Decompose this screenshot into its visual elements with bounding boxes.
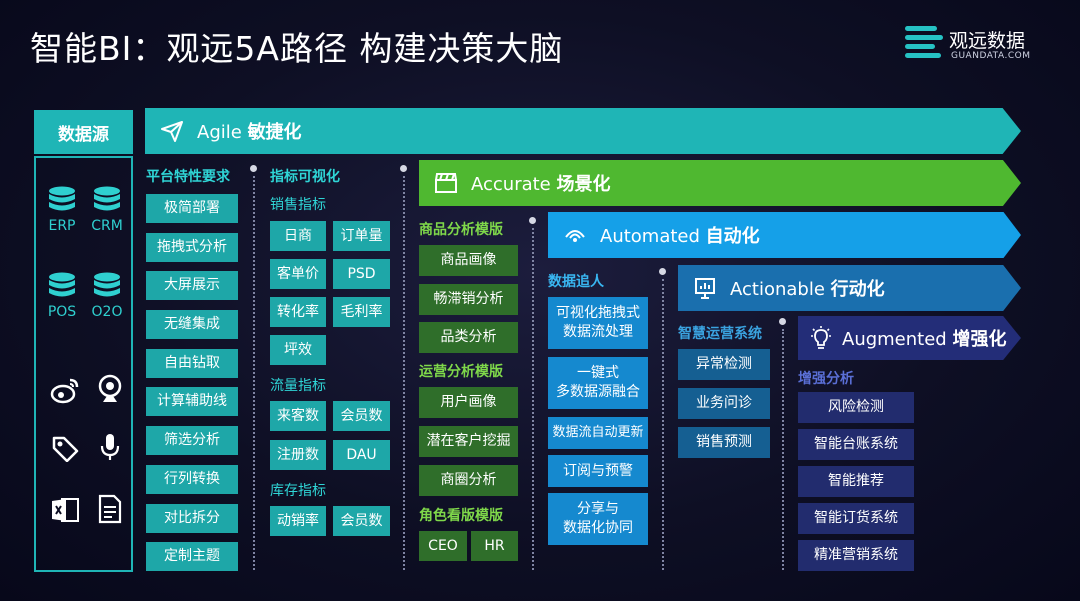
- operation-template-heading: 运营分析模版: [419, 364, 503, 380]
- metric-item: 坪效: [270, 335, 326, 365]
- database-icon: [49, 272, 75, 297]
- platform-item: 定制主题: [146, 542, 238, 572]
- actionable-item: 业务问诊: [678, 388, 770, 419]
- automated-item: 分享与 数据化协同: [548, 493, 648, 545]
- augmented-item: 智能订货系统: [798, 503, 914, 534]
- accurate-banner: Accurate 场景化: [419, 160, 1021, 206]
- lightbulb-icon: [808, 325, 834, 351]
- automated-item: 一键式 多数据源融合: [548, 357, 648, 409]
- actionable-heading: 智慧运营系统: [678, 326, 762, 342]
- divider-dot: [779, 318, 786, 325]
- template-item: 畅滞销分析: [419, 284, 518, 315]
- webcam-icon: [88, 374, 132, 404]
- source-crm: CRM: [85, 186, 129, 234]
- divider-dot: [400, 165, 407, 172]
- template-item: 商品画像: [419, 245, 518, 276]
- logo-mark-icon: [905, 26, 943, 62]
- divider-line: [782, 329, 784, 570]
- logo-name: 观远数据: [949, 30, 1026, 52]
- document-icon: [88, 494, 132, 524]
- database-icon: [94, 272, 120, 297]
- divider-line: [532, 228, 534, 570]
- automated-item: 订阅与预警: [548, 455, 648, 487]
- actionable-banner: Actionable 行动化: [678, 265, 1021, 311]
- platform-item: 筛选分析: [146, 426, 238, 456]
- template-item: 商圈分析: [419, 465, 518, 496]
- automated-heading: 数据追人: [548, 274, 604, 290]
- platform-item: 对比拆分: [146, 503, 238, 533]
- platform-item: 行列转换: [146, 464, 238, 494]
- data-source-panel: ERP CRM POS O2O: [34, 156, 133, 572]
- augmented-item: 智能推荐: [798, 466, 914, 497]
- divider-line: [403, 176, 405, 570]
- actionable-item: 销售预测: [678, 427, 770, 458]
- data-source-heading: 数据源: [34, 110, 133, 154]
- metric-item: 会员数: [333, 506, 390, 536]
- augmented-item: 智能台账系统: [798, 429, 914, 460]
- augmented-item: 风险检测: [798, 392, 914, 423]
- paper-plane-icon: [159, 118, 185, 144]
- divider-dot: [659, 268, 666, 275]
- database-icon: [49, 186, 75, 211]
- clapperboard-icon: [433, 170, 459, 196]
- excel-icon: [43, 496, 87, 524]
- inventory-metrics-heading: 库存指标: [270, 483, 326, 499]
- microphone-icon: [88, 432, 132, 462]
- traffic-metrics-heading: 流量指标: [270, 378, 326, 394]
- role-template-heading: 角色看版模版: [419, 508, 503, 524]
- template-item: 品类分析: [419, 322, 518, 353]
- augmented-banner: Augmented 增强化: [798, 316, 1021, 360]
- automated-item: 可视化拖拽式 数据流处理: [548, 297, 648, 349]
- database-icon: [94, 186, 120, 211]
- metric-item: PSD: [333, 259, 390, 289]
- platform-item: 计算辅助线: [146, 387, 238, 417]
- platform-item: 极简部署: [146, 194, 238, 223]
- logo-subtitle: GUANDATA.COM: [951, 51, 1031, 61]
- metric-item: 转化率: [270, 297, 326, 327]
- metric-item: 会员数: [333, 401, 390, 431]
- automated-banner: Automated 自动化: [548, 212, 1021, 258]
- template-item: 潜在客户挖掘: [419, 426, 518, 457]
- page-title: 智能BI：观远5A路径 构建决策大脑: [30, 29, 564, 68]
- platform-item: 拖拽式分析: [146, 232, 238, 262]
- platform-item: 自由钻取: [146, 348, 238, 378]
- metric-item: 订单量: [333, 221, 390, 251]
- weibo-icon: [43, 376, 87, 404]
- sales-metrics-heading: 销售指标: [270, 197, 326, 213]
- metric-item: 注册数: [270, 440, 326, 470]
- metric-item: 动销率: [270, 506, 326, 536]
- metrics-heading: 指标可视化: [270, 169, 340, 185]
- actionable-item: 异常检测: [678, 349, 770, 380]
- platform-list: 极简部署 拖拽式分析 大屏展示 无缝集成 自由钻取 计算辅助线 筛选分析 行列转…: [146, 194, 238, 572]
- presentation-icon: [692, 275, 718, 301]
- metric-item: 客单价: [270, 259, 326, 289]
- automated-item: 数据流自动更新: [548, 417, 648, 449]
- template-item: CEO: [419, 531, 467, 561]
- metric-item: 来客数: [270, 401, 326, 431]
- company-logo: 观远数据 GUANDATA.COM: [905, 24, 1055, 68]
- tag-icon: [43, 434, 87, 462]
- product-template-heading: 商品分析模版: [419, 222, 503, 238]
- metric-item: DAU: [333, 440, 390, 470]
- platform-heading: 平台特性要求: [146, 169, 230, 185]
- agile-banner: Agile 敏捷化: [145, 108, 1021, 154]
- template-item: 用户画像: [419, 387, 518, 418]
- augmented-item: 精准营销系统: [798, 540, 914, 571]
- source-erp: ERP: [40, 186, 84, 234]
- signal-icon: [562, 222, 588, 248]
- platform-item: 无缝集成: [146, 310, 238, 340]
- metric-item: 毛利率: [333, 297, 390, 327]
- divider-dot: [529, 217, 536, 224]
- platform-item: 大屏展示: [146, 271, 238, 301]
- divider-line: [662, 279, 664, 570]
- template-item: HR: [471, 531, 518, 561]
- divider-line: [253, 176, 255, 570]
- source-o2o: O2O: [85, 272, 129, 320]
- divider-dot: [250, 165, 257, 172]
- augmented-heading: 增强分析: [798, 371, 854, 387]
- source-pos: POS: [40, 272, 84, 320]
- metric-item: 日商: [270, 221, 326, 251]
